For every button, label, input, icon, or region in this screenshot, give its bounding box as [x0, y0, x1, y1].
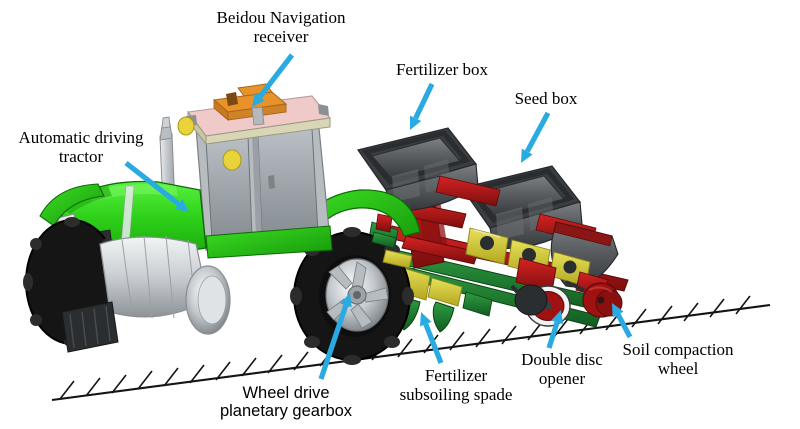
tractor: [23, 83, 421, 365]
label-fertilizer-subsoiling-spade: Fertilizer subsoiling spade: [399, 366, 513, 405]
three-point-hitch: [371, 231, 413, 269]
arrow-fertilizer-subsoiling-spade: [419, 312, 444, 364]
label-fertilizer-box: Fertilizer box: [395, 60, 489, 79]
seeder-implement: [357, 127, 629, 333]
front-ballast: [61, 301, 119, 353]
arrow-seed-box: [521, 111, 551, 163]
arrow-beidou-navigation-receiver: [252, 53, 295, 107]
arrow-double-disc-opener: [546, 310, 563, 349]
rear-wheel: [290, 227, 414, 365]
arrow-automatic-driving-tractor: [124, 160, 189, 212]
label-wheel-drive-planetary-gearbox: Wheel drive planetary gearbox: [219, 384, 353, 421]
planetary-gearbox-hub: [326, 261, 389, 329]
label-seed-box: Seed box: [514, 89, 578, 108]
front-fender: [39, 183, 105, 227]
beacon-lamp: [177, 116, 242, 171]
arrow-soil-compaction-wheel: [612, 303, 633, 339]
ballast-ribs: [69, 305, 111, 349]
seed-hopper: [461, 165, 583, 250]
label-automatic-driving-tractor: Automatic driving tractor: [18, 128, 144, 167]
label-double-disc-opener: Double disc opener: [521, 350, 603, 389]
arrow-wheel-drive-planetary-gearbox: [318, 293, 352, 380]
arrow-fertilizer-box: [410, 82, 435, 130]
label-beidou-navigation-receiver: Beidou Navigation receiver: [216, 8, 346, 47]
label-soil-compaction-wheel: Soil compaction wheel: [622, 340, 734, 379]
fertilizer-hopper: [357, 127, 479, 212]
front-axle-housing: [99, 235, 231, 335]
leader-arrows: [124, 53, 633, 380]
